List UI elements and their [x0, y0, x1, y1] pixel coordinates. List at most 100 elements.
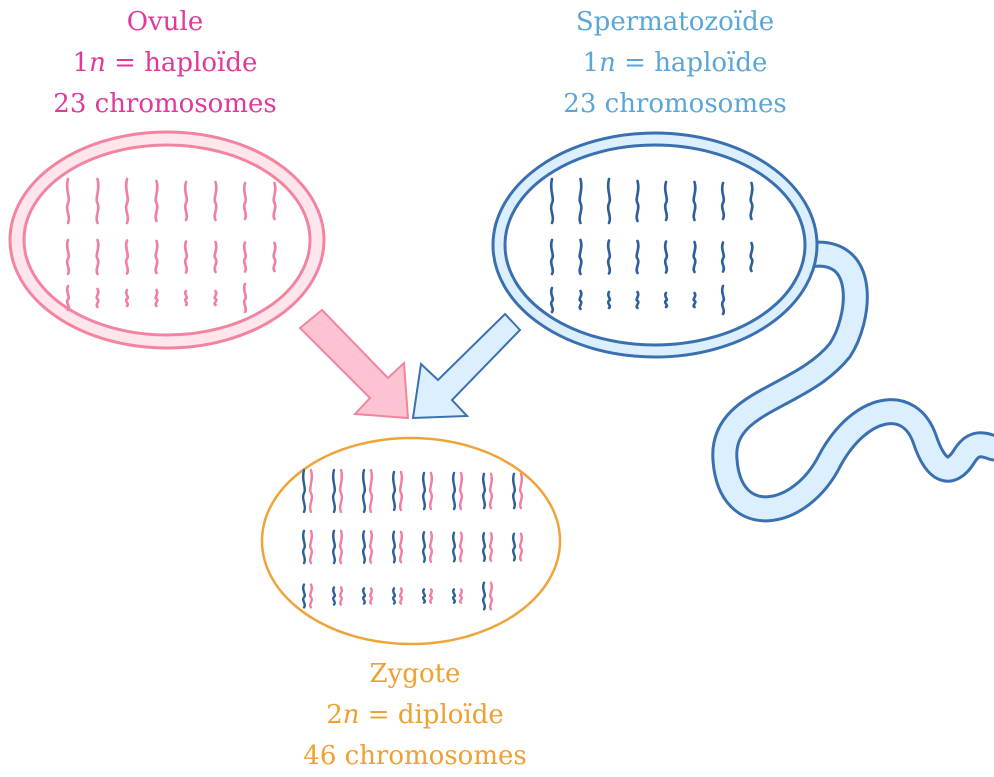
ovule-chromosome	[154, 239, 159, 275]
zygote-chromosome-maternal	[338, 468, 344, 514]
sperm-chromosome	[635, 239, 640, 275]
ovule-chromosome	[65, 238, 71, 276]
ovule-chromosome	[95, 177, 100, 225]
sperm-chromosome	[578, 289, 583, 311]
zygote-chromosome-paternal	[481, 581, 487, 611]
ovule-chromosome	[124, 288, 130, 308]
ovule-chromosome	[213, 289, 218, 307]
sperm-chromosome	[578, 238, 583, 276]
zygote-cell	[260, 436, 562, 646]
sperm-ploidy: 1n = haploïde	[582, 48, 768, 78]
sperm-chromosome	[578, 177, 583, 225]
zygote-ploidy: 2n = diploïde	[326, 700, 504, 730]
zygote-name: Zygote	[369, 659, 461, 689]
zygote-chromosome-maternal	[398, 530, 404, 564]
ovule-chromosome	[213, 240, 218, 274]
sperm-chromosome	[663, 291, 669, 309]
ovule-chromosome	[124, 239, 130, 275]
ovule-label: Ovule 1n = haploïde 23 chromosomes	[40, 2, 290, 125]
sperm-chromosome	[749, 241, 754, 273]
ovule-chromosome	[183, 180, 189, 222]
sperm-label: Spermatozoïde 1n = haploïde 23 chromosom…	[530, 2, 820, 125]
zygote-chromosome-maternal	[368, 468, 374, 514]
sperm-chromosome	[749, 181, 754, 221]
zygote-chromosome-paternal	[301, 468, 307, 514]
zygote-chromosome-maternal	[308, 529, 314, 565]
sperm-chromosome	[720, 181, 726, 221]
zygote-chromosome-paternal	[391, 530, 397, 564]
ovule-chromosome	[183, 289, 189, 307]
zygote-chromosome-paternal	[361, 587, 367, 605]
zygote-chromosome-maternal	[398, 470, 404, 512]
zygote-chromosome-paternal	[511, 472, 517, 510]
zygote-chromosome-paternal	[451, 471, 457, 511]
ovule-chromosome	[213, 180, 218, 222]
zygote-chromosome-paternal	[451, 588, 457, 604]
zygote-chromosome-paternal	[361, 468, 367, 514]
zygote-chromosome-paternal	[421, 471, 427, 511]
zygote-label: Zygote 2n = diploïde 46 chromosomes	[290, 654, 540, 777]
zygote-chromosome-maternal	[428, 588, 434, 604]
ovule-chromosome	[242, 282, 248, 314]
ovule-chromosome	[154, 288, 159, 308]
ovule-chromosomes	[65, 177, 277, 314]
zygote-chromosome-maternal	[518, 532, 524, 562]
sperm-chromosome	[720, 284, 726, 316]
zygote-chromosome-paternal	[421, 531, 427, 563]
zygote-chromosome-maternal	[308, 468, 314, 514]
zygote-chromosome-maternal	[518, 472, 524, 510]
zygote-chromosome-maternal	[458, 531, 464, 563]
sperm-chromosome	[692, 240, 697, 274]
sperm-chromosome	[606, 290, 612, 310]
zygote-chromosome-paternal	[331, 529, 337, 565]
zygote-chromosome-paternal	[481, 472, 487, 510]
sperm-chromosome	[663, 180, 669, 222]
zygote-chromosome-paternal	[301, 583, 307, 609]
ovule-arrow-icon	[298, 308, 410, 420]
sperm-chromosome	[720, 241, 726, 273]
ovule-chromosome	[95, 238, 100, 276]
zygote-chromosome-paternal	[451, 531, 457, 563]
ovule-chromosome	[183, 240, 189, 274]
ovule-chromosome	[65, 284, 71, 312]
zygote-chromosome-paternal	[391, 587, 397, 605]
zygote-chromosome-paternal	[511, 532, 517, 562]
sperm-chromosome	[606, 177, 612, 225]
zygote-chromosome-maternal	[368, 530, 374, 564]
ovule-chromosome	[124, 177, 130, 225]
sperm-chromosome	[606, 239, 612, 275]
zygote-chromosome-maternal	[428, 471, 434, 511]
ovule-ploidy: 1n = haploïde	[72, 48, 258, 78]
sperm-arrow-icon	[411, 312, 522, 420]
zygote-chromosome-paternal	[421, 588, 427, 604]
sperm-chromosome	[692, 291, 697, 309]
zygote-chromosome-maternal	[338, 529, 344, 565]
sperm-chromosomes	[549, 177, 754, 316]
zygote-chromosome-maternal	[308, 583, 314, 609]
zygote-chromosome-maternal	[488, 581, 494, 611]
ovule-chromosome-count: 23 chromosomes	[53, 89, 277, 119]
sperm-name: Spermatozoïde	[575, 7, 775, 37]
ovule-chromosome	[65, 177, 71, 225]
sperm-chromosome	[663, 240, 669, 274]
zygote-chromosome-maternal	[398, 587, 404, 605]
zygote-chromosome-paternal	[361, 530, 367, 564]
zygote-chromosome-maternal	[368, 587, 374, 605]
sperm-chromosome	[692, 180, 697, 222]
zygote-chromosome-paternal	[301, 529, 307, 565]
zygote-chromosome-paternal	[331, 586, 337, 606]
ovule-chromosome	[242, 181, 248, 221]
sperm-chromosome	[635, 179, 640, 223]
zygote-chromosomes	[301, 468, 524, 611]
zygote-chromosome-maternal	[488, 472, 494, 510]
zygote-chromosome-paternal	[391, 470, 397, 512]
zygote-chromosome-paternal	[481, 532, 487, 562]
ovule-chromosome	[272, 241, 277, 273]
ovule-cell-membrane	[22, 143, 312, 337]
ovule-chromosome	[154, 179, 159, 223]
sperm-chromosome	[549, 238, 555, 276]
sperm-chromosome	[549, 177, 555, 225]
ovule-chromosome	[242, 241, 248, 273]
sperm-tail-inner	[714, 243, 994, 520]
